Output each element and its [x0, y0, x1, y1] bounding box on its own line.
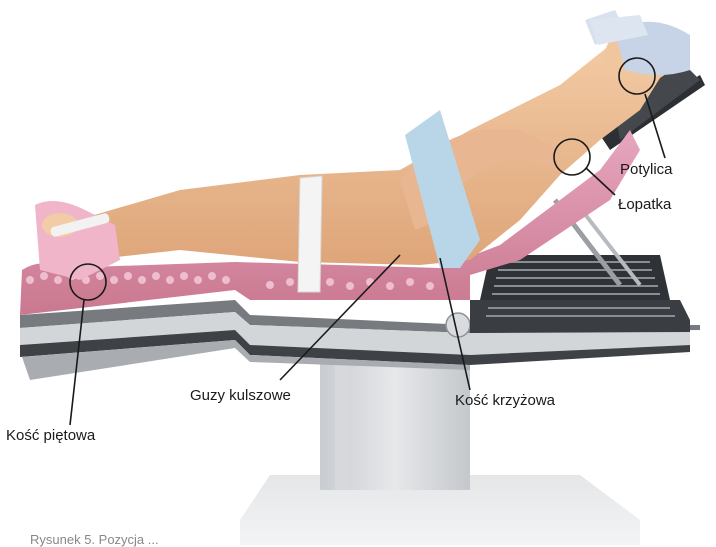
label-lopatka: Łopatka [618, 196, 671, 214]
label-kosc-krzyzowa: Kość krzyżowa [455, 392, 555, 410]
label-potylica: Potylica [620, 161, 673, 179]
label-guzy-kulszowe: Guzy kulszowe [190, 387, 291, 405]
label-kosc-pietowa: Kość piętowa [6, 427, 95, 445]
